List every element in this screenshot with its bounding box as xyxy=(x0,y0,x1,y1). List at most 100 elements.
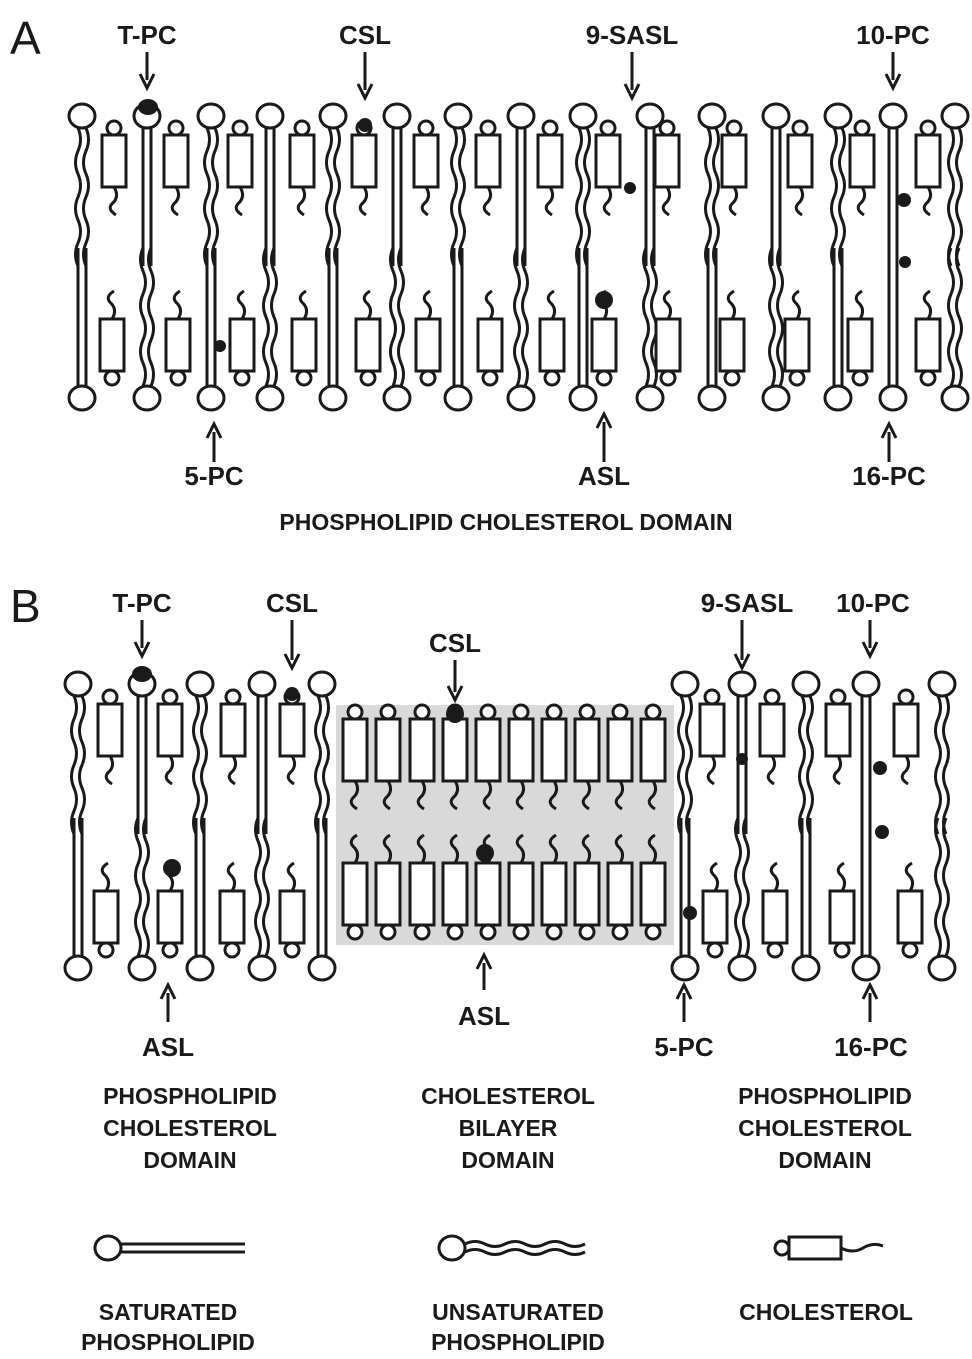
cholesterol-tail xyxy=(924,187,930,215)
cholesterol-head xyxy=(348,925,362,939)
cholesterol-head xyxy=(853,371,867,385)
cholesterol-head xyxy=(613,925,627,939)
cholesterol-ring xyxy=(596,135,620,187)
cholesterol-head xyxy=(297,371,311,385)
label-csl: CSL xyxy=(266,588,318,618)
cholesterol xyxy=(476,121,500,215)
phospholipid xyxy=(65,818,91,980)
cholesterol-tail xyxy=(856,291,862,319)
tail xyxy=(957,128,962,266)
tail xyxy=(264,248,269,386)
asl-label-dot xyxy=(163,859,181,877)
cholesterol xyxy=(280,863,304,957)
cholesterol xyxy=(158,863,182,957)
cholesterol-tail xyxy=(548,291,554,319)
tail xyxy=(515,248,520,386)
panel-a-letter: A xyxy=(10,12,41,64)
cholesterol-tail xyxy=(422,187,428,215)
cholesterol-tail xyxy=(858,187,864,215)
phospholipid xyxy=(198,104,224,266)
head xyxy=(95,1236,121,1260)
cholesterol xyxy=(656,291,680,385)
phospholipid xyxy=(508,104,534,266)
cholesterol-tail xyxy=(906,863,912,891)
tail xyxy=(205,128,210,266)
cholesterol-ring xyxy=(641,719,665,781)
tail xyxy=(744,818,749,956)
cholesterol-head xyxy=(661,371,675,385)
cholesterol xyxy=(290,121,314,215)
legend-unsaturated-line: UNSATURATED xyxy=(432,1299,604,1325)
phospholipid xyxy=(384,104,410,266)
domain-caption-line: CHOLESTEROL xyxy=(738,1115,912,1141)
head xyxy=(249,672,275,696)
pc10-label-dot xyxy=(873,761,887,775)
cholesterol-ring xyxy=(542,719,566,781)
cholesterol xyxy=(230,291,254,385)
phospholipid xyxy=(320,248,346,410)
tail xyxy=(577,128,582,266)
phospholipid xyxy=(570,104,596,266)
cholesterol-tail xyxy=(793,291,799,319)
phospholipid xyxy=(309,672,335,834)
cholesterol-head xyxy=(646,705,660,719)
cholesterol-head xyxy=(775,1241,789,1255)
tail xyxy=(213,128,218,266)
cholesterol-ring xyxy=(98,704,122,756)
cholesterol-ring xyxy=(476,863,500,925)
cholesterol-tail xyxy=(228,863,234,891)
cholesterol-tail xyxy=(288,863,294,891)
cholesterol xyxy=(538,121,562,215)
cholesterol-head xyxy=(580,925,594,939)
cholesterol-head xyxy=(921,121,935,135)
cholesterol-ring xyxy=(542,863,566,925)
cholesterol-ring xyxy=(230,319,254,371)
cholesterol-tail xyxy=(106,756,112,784)
phospholipid xyxy=(853,672,879,834)
phospholipid xyxy=(129,818,155,980)
cholesterol-tail xyxy=(108,291,114,319)
cholesterol xyxy=(763,863,787,957)
unsaturated-phospholipid-icon xyxy=(439,1236,585,1260)
cholesterol-tail xyxy=(924,291,930,319)
cholesterol-tail xyxy=(728,291,734,319)
tail xyxy=(460,128,465,266)
head xyxy=(793,672,819,696)
cholesterol xyxy=(94,863,118,957)
cholesterol-ring xyxy=(221,704,245,756)
tempo-label-icon xyxy=(138,99,158,115)
cholesterol-ring xyxy=(478,319,502,371)
cholesterol xyxy=(916,121,940,215)
cholesterol xyxy=(280,690,304,784)
cholesterol xyxy=(100,291,124,385)
head xyxy=(853,956,879,980)
cholesterol xyxy=(166,291,190,385)
cholesterol-tail xyxy=(424,291,430,319)
head xyxy=(384,104,410,128)
cholesterol-ring xyxy=(830,891,854,943)
cholesterol-head xyxy=(514,705,528,719)
tail xyxy=(399,248,404,386)
tail xyxy=(949,248,954,386)
cholesterol-tail xyxy=(546,187,552,215)
cholesterol-tail xyxy=(834,756,840,784)
cholesterol-tail xyxy=(604,187,610,215)
domain-caption-line: PHOSPHOLIPID xyxy=(738,1083,912,1109)
cholesterol-tail xyxy=(838,863,844,891)
cholesterol-head xyxy=(233,121,247,135)
phospholipid xyxy=(445,248,471,410)
phospholipid xyxy=(508,248,534,410)
tail xyxy=(800,696,805,834)
cholesterol-tail xyxy=(110,187,116,215)
cholesterol-head xyxy=(481,705,495,719)
cholesterol xyxy=(785,291,809,385)
cholesterol-ring xyxy=(894,704,918,756)
cholesterol-ring xyxy=(848,319,872,371)
tail xyxy=(770,248,775,386)
head xyxy=(729,956,755,980)
cholesterol-head xyxy=(903,943,917,957)
cholesterol-head xyxy=(348,705,362,719)
head xyxy=(69,386,95,410)
phospholipid xyxy=(672,672,698,834)
head xyxy=(257,386,283,410)
